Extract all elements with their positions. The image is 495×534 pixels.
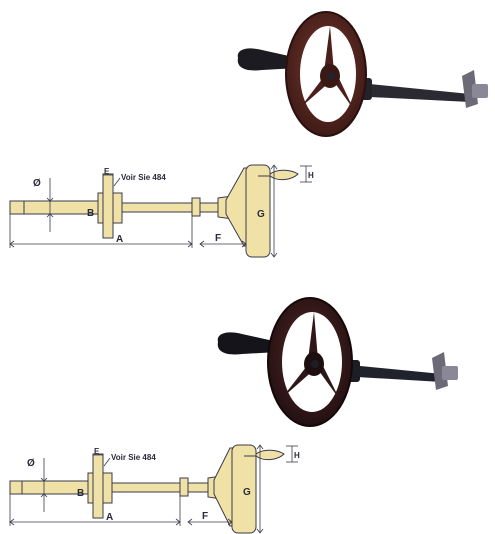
handle-knob: [237, 48, 301, 71]
technical-drawing-1: Ø B E Voir Sie 484 A F G: [9, 164, 314, 258]
wheel-rim-section: [231, 444, 257, 534]
end-clamp: [432, 352, 448, 390]
handwheel-assembly-1: Ø B E Voir Sie 484 A F G: [9, 11, 488, 258]
wheel-spoke: [324, 26, 334, 72]
wheel-boss: [311, 360, 319, 368]
dim-label-e: E: [94, 447, 100, 456]
wheel-handle: [255, 449, 285, 461]
wheel-spoke: [308, 312, 318, 360]
shaft-collar: [191, 197, 201, 217]
callout-voir-sie: Voir Sie 484: [111, 453, 156, 462]
handwheel-photo-1: [237, 11, 488, 137]
dim-label-a: A: [106, 512, 113, 523]
callout-voir-sie: Voir Sie 484: [121, 173, 166, 182]
dim-label-b: B: [77, 488, 84, 499]
nut-flange: [102, 173, 114, 239]
wheel-handle: [269, 169, 299, 181]
dim-label-g: G: [243, 487, 251, 498]
dim-label-a: A: [116, 234, 123, 245]
plain-shaft: [111, 482, 209, 493]
nut-flange: [92, 453, 104, 519]
dim-label-diameter: Ø: [33, 178, 41, 189]
shaft-collar: [179, 477, 189, 497]
dim-label-g: G: [257, 209, 265, 220]
plain-shaft: [121, 202, 219, 213]
end-nut: [442, 366, 458, 380]
wheel-rim-section: [245, 164, 271, 258]
handwheel-photo-2: [217, 297, 458, 427]
shaft: [340, 364, 442, 382]
handle-knob: [217, 332, 281, 355]
end-nut: [472, 84, 488, 98]
dim-label-f: F: [215, 233, 221, 244]
dim-label-f: F: [202, 511, 208, 522]
shaft: [350, 82, 470, 102]
dim-label-h: H: [294, 451, 300, 460]
dim-label-h: H: [308, 171, 314, 180]
threaded-shaft: [9, 200, 99, 215]
handwheel-assembly-2: Ø B E Voir Sie 484 A F G H: [9, 297, 458, 534]
end-clamp: [462, 70, 478, 108]
technical-drawing-2: Ø B E Voir Sie 484 A F G H: [9, 444, 300, 534]
dim-label-diameter: Ø: [27, 458, 35, 469]
wheel-boss: [327, 72, 335, 80]
dim-label-b: B: [87, 208, 94, 219]
dim-label-e: E: [104, 167, 110, 176]
